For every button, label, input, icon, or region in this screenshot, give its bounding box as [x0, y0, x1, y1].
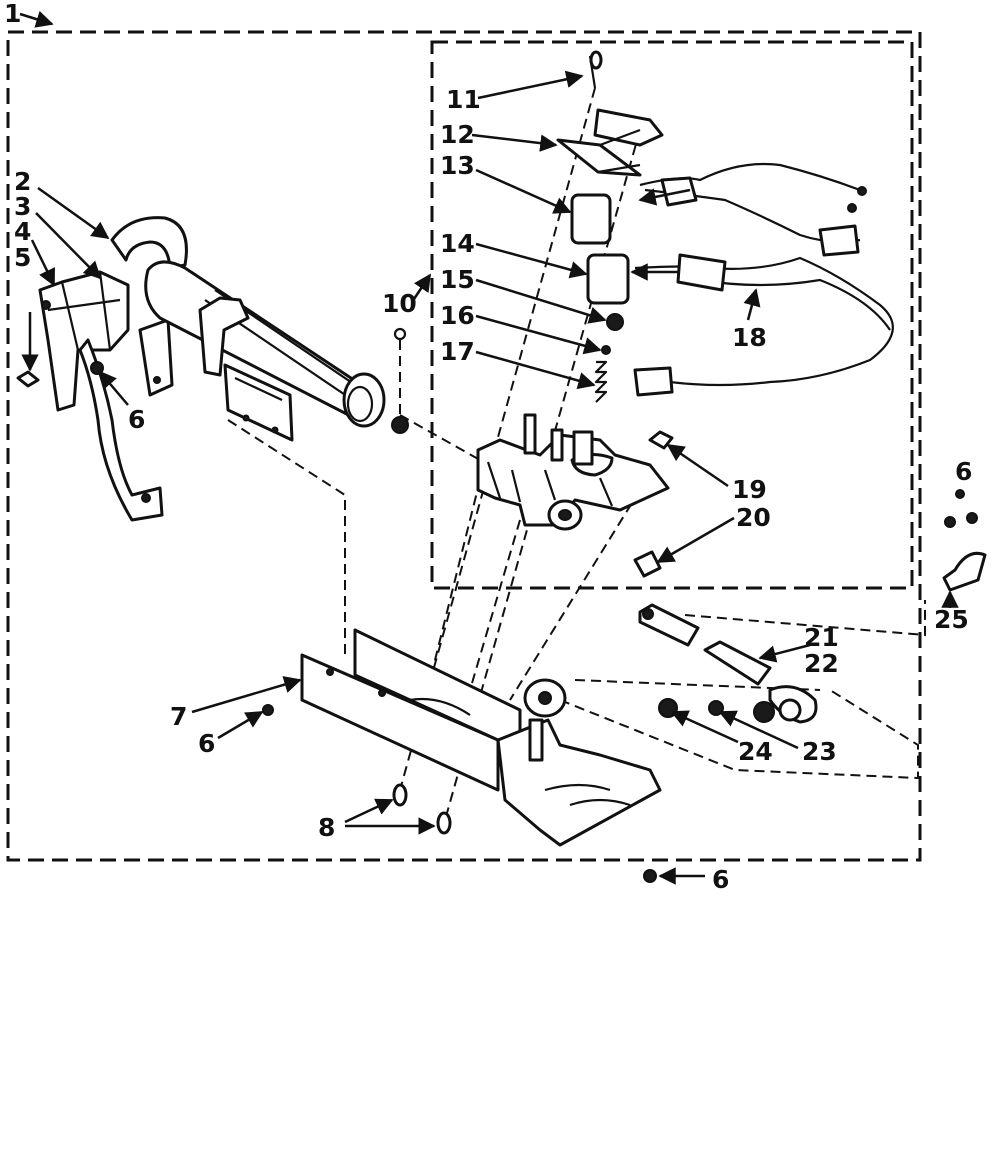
part-7-leader [191, 676, 302, 714]
part-13-leader [475, 168, 572, 214]
part-3-leader [35, 212, 102, 280]
valve-subassembly-frame [430, 40, 914, 590]
callout-21: 21 [804, 623, 839, 652]
callout-2: 2 [14, 167, 31, 196]
callout-18: 18 [732, 323, 767, 352]
part-21-leader [758, 643, 811, 663]
valve-stack [556, 50, 664, 403]
callout-6-left: 6 [128, 405, 145, 434]
part-6-screw-bottom [643, 869, 657, 883]
part-10-leader [410, 273, 432, 303]
clamp-part-25 [942, 489, 987, 592]
callout-20: 20 [736, 503, 771, 532]
part-12-leader [471, 133, 558, 152]
callout-12: 12 [440, 120, 475, 149]
callout-13: 13 [440, 151, 475, 180]
part-19-screw [648, 430, 674, 450]
part-24-leader [670, 710, 739, 744]
part-2-leader [37, 186, 110, 240]
part-18-leader [743, 288, 761, 321]
callout-6-base-left: 6 [198, 729, 215, 758]
part-15-leader [475, 278, 607, 324]
callout-15: 15 [440, 265, 475, 294]
part-11-leader [477, 70, 584, 100]
observation-plate [223, 363, 294, 442]
callout-8: 8 [318, 813, 335, 842]
part-8-leader-a [344, 798, 394, 824]
part-21-sensor [638, 603, 772, 686]
part-6-left-leader [98, 370, 129, 406]
parts-23-24 [658, 698, 802, 723]
base-bracket-part-7 [300, 628, 662, 847]
callout-1-leader [19, 10, 54, 28]
callout-16: 16 [440, 301, 475, 330]
mounting-bracket-part-4 [38, 270, 164, 522]
callout-5: 5 [14, 243, 31, 272]
callout-22: 22 [804, 649, 839, 678]
callout-17: 17 [440, 337, 475, 366]
part-4-leader [30, 239, 56, 287]
part-23-leader [718, 710, 799, 750]
part-20-clip [633, 550, 662, 578]
assembly-frame [6, 30, 922, 862]
callout-25: 25 [934, 605, 969, 634]
part-19-leader [666, 443, 729, 488]
callout-6-right: 6 [955, 457, 972, 486]
wiring-harness-part-18 [633, 162, 894, 397]
callout-7: 7 [170, 702, 187, 731]
part-17-leader [475, 350, 596, 390]
callout-1: 1 [4, 0, 21, 28]
part-6-base-left-leader [217, 710, 264, 740]
callout-14: 14 [440, 229, 475, 258]
callout-24: 24 [738, 737, 773, 766]
gas-valve-body [476, 413, 670, 531]
callout-4: 4 [14, 217, 31, 246]
part-6-screw-base-left [262, 704, 274, 716]
callout-3: 3 [14, 192, 31, 221]
burner-tube-part-2 [110, 216, 386, 428]
harness-leader-a [638, 188, 691, 206]
part-20-leader [656, 516, 735, 564]
part-16-leader [475, 314, 602, 355]
side-bracket-part-3 [138, 318, 174, 397]
part-14-leader [475, 242, 588, 279]
callout-11: 11 [446, 85, 481, 114]
callout-6-bottom: 6 [712, 865, 729, 894]
part-10-nut [391, 327, 409, 434]
callout-10: 10 [382, 289, 417, 318]
callout-labels: 1 2 3 4 5 6 6 6 6 7 8 10 11 12 13 14 15 … [4, 0, 972, 894]
part-8-screws [392, 783, 452, 835]
callout-19: 19 [732, 475, 767, 504]
callout-23: 23 [802, 737, 837, 766]
part-5-screw [16, 370, 40, 388]
